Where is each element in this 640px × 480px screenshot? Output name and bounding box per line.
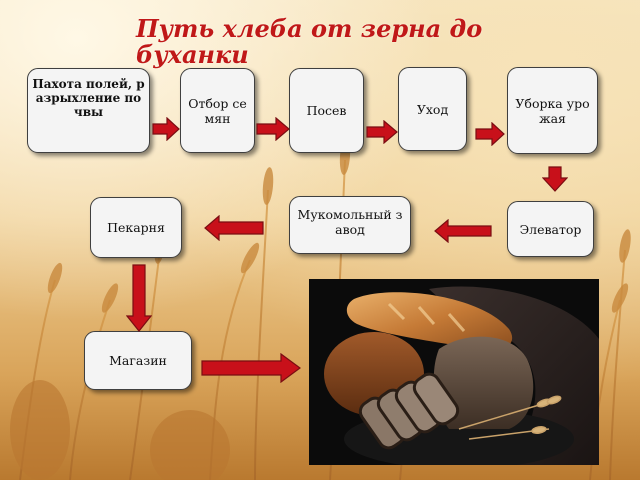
arrow-down-icon [542,166,568,192]
step-shop: Магазин [84,331,192,390]
arrow-right-icon [256,117,290,141]
step-elevator: Элеватор [507,201,594,257]
step-care: Уход [398,67,467,151]
arrow-right-icon [201,353,301,383]
arrow-right-icon [152,117,180,141]
bread-loaves-photo [309,279,599,465]
arrow-right-icon [366,120,398,144]
slide-title: Путь хлеба от зерна до буханки [136,14,483,69]
arrow-left-icon [204,215,264,241]
step-bakery: Пекарня [90,197,182,258]
arrow-left-icon [434,219,492,243]
step-plowing: Пахота полей, разрыхление почвы [27,68,150,153]
arrow-right-icon [475,122,505,146]
bread-illustration [324,286,599,465]
step-flour-mill: Мукомольный завод [289,196,411,254]
step-harvest: Уборка урожая [507,67,598,154]
step-seed-selection: Отбор семян [180,68,255,153]
step-sowing: Посев [289,68,364,153]
arrow-down-icon [126,264,152,332]
